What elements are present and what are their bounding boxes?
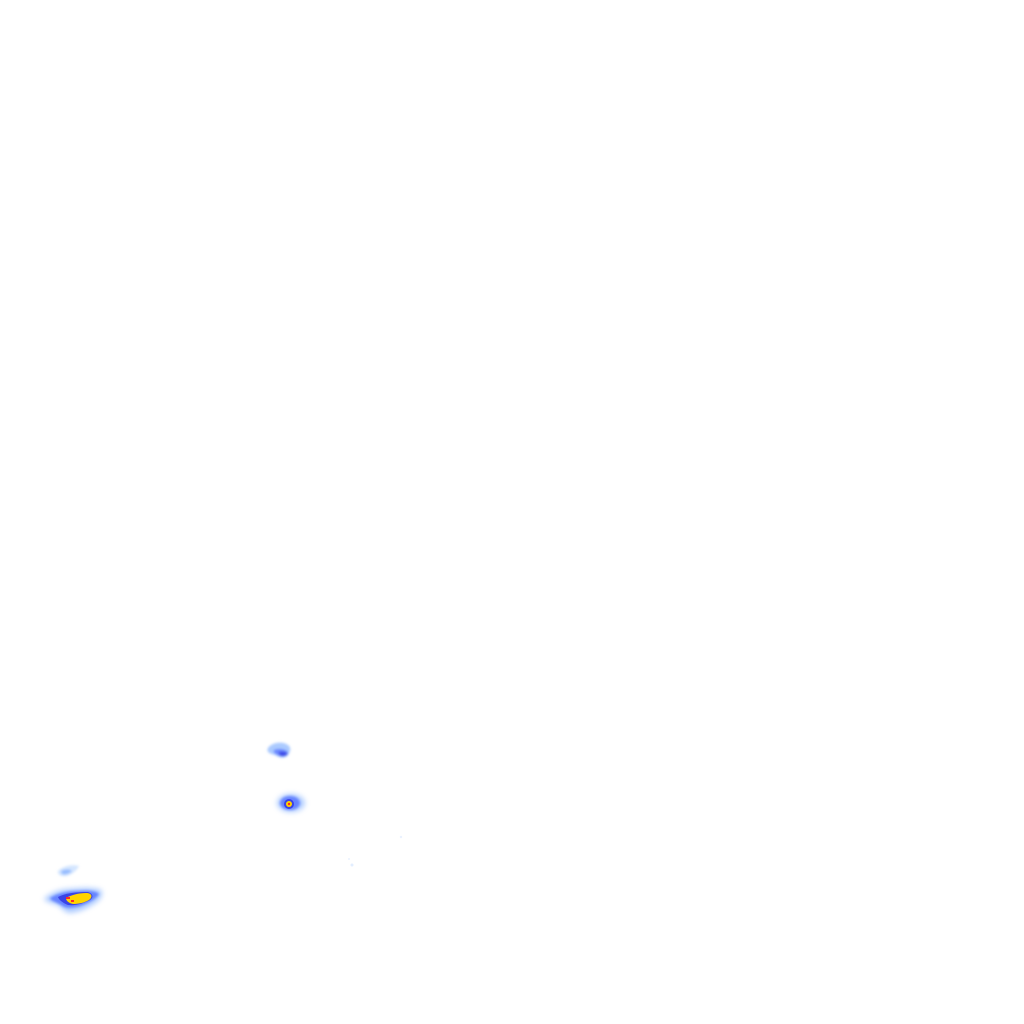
radar-specks: [348, 835, 403, 867]
radar-cell-small-west: [57, 865, 79, 877]
radar-cell-upper: [267, 742, 291, 758]
radar-cell-lower-west: [44, 888, 102, 913]
radar-cell-middle: [277, 794, 305, 812]
